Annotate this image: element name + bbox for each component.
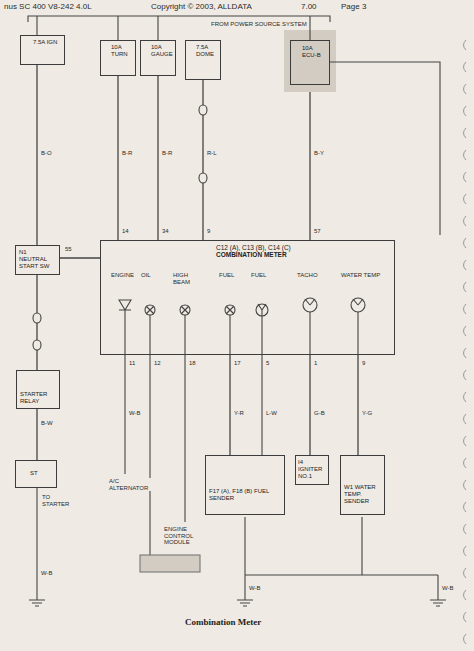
gauge-name: OIL [140,272,164,279]
wire-label: L-W [265,410,278,417]
component-name: 7.5A DOME [196,44,219,58]
component-name: COMBINATION METER [216,251,394,258]
gauge-name: ENGINE [110,272,142,279]
component-name: N1 NEUTRAL START SW [19,249,56,270]
pin-number: 17 [233,360,242,367]
component-name: C12 (A), C13 (B), C14 (C) [216,244,394,251]
wire-label: W-B [441,585,455,592]
wire-label: Y-R [233,410,245,417]
component-name: I4 IGNITER NO.1 [298,459,326,480]
wire-label: W-B [40,570,54,577]
gauge-name: FUEL [250,272,276,279]
wire-label: TO STARTER [41,494,75,507]
wire [158,76,159,240]
wire-label: B-Y [313,150,325,157]
component-box: F17 (A), F18 (B) FUEL SENDER [205,455,285,515]
component-box: I4 IGNITER NO.1 [295,455,329,485]
fuse-box: 7.5A IGN [20,35,65,65]
wire [37,409,38,460]
fuse-box: 10A GAUGE [140,40,176,76]
gauge-name: FUEL [218,272,244,279]
wire-label: W-B [248,585,262,592]
pin-number: 11 [128,360,136,367]
pin-number: 14 [121,228,130,235]
wire [230,355,231,455]
component-box: ST [15,460,57,488]
pin-number: 5 [265,360,270,367]
wire-label: A/C ALTERNATOR [108,478,152,491]
wire [203,80,204,240]
page-header: 7.00 [300,3,318,12]
figure-caption: Combination Meter [185,617,261,627]
pin-number: 18 [188,360,197,367]
component-box: W1 WATER TEMP. SENDER [340,455,385,515]
wire [118,76,119,240]
page-header: Page 3 [340,3,367,12]
wire [37,65,38,245]
fuse-box: 10A TURN [100,40,136,76]
component-name: 7.5A IGN [33,39,62,46]
fuse-box: 7.5A DOME [185,40,221,80]
gauge-name: WATER TEMP [340,272,382,279]
wire [310,85,311,240]
component-name: W1 WATER TEMP. SENDER [344,484,381,505]
page-header: Copyright © 2003, ALLDATA [150,3,253,12]
wire [358,355,359,455]
fuse-box: 10A ECU-B [290,40,330,85]
pin-number: 34 [161,228,170,235]
wire [310,355,311,455]
component-box: STARTER RELAY [16,370,60,409]
pin-number: 1 [313,360,318,367]
wire-label: R-L [206,150,218,157]
component-name: 10A TURN [111,44,134,58]
meter-housing: C12 (A), C13 (B), C14 (C)COMBINATION MET… [100,240,395,355]
pin-number: 9 [361,360,366,367]
wire-label: Y-G [361,410,373,417]
component-name: F17 (A), F18 (B) FUEL SENDER [209,488,281,502]
pin-number: 57 [313,228,322,235]
component-name: 10A ECU-B [302,45,328,59]
wire-label: G-B [313,410,326,417]
pin-number: 55 [64,246,73,253]
pin-number: 9 [206,228,211,235]
page-header: nus SC 400 V8-242 4.0L [3,3,93,12]
wire-label: FROM POWER SOURCE SYSTEM [210,21,308,28]
component-name: 10A GAUGE [151,44,174,58]
wire-label: B-R [161,150,173,157]
component-box: N1 NEUTRAL START SW [15,245,60,275]
wire-label: ENGINE CONTROL MODULE [163,526,205,546]
wire-label: B-O [40,150,53,157]
gauge-name: HIGH BEAM [172,272,202,285]
wire [60,258,100,259]
component-name: STARTER RELAY [20,391,57,405]
pin-number: 12 [153,360,162,367]
wire-label: B-R [121,150,133,157]
gauge-name: TACHO [296,272,328,279]
wire-label: B-W [40,420,54,427]
component-name: ST [30,470,54,477]
wire-label: W-B [128,410,142,417]
